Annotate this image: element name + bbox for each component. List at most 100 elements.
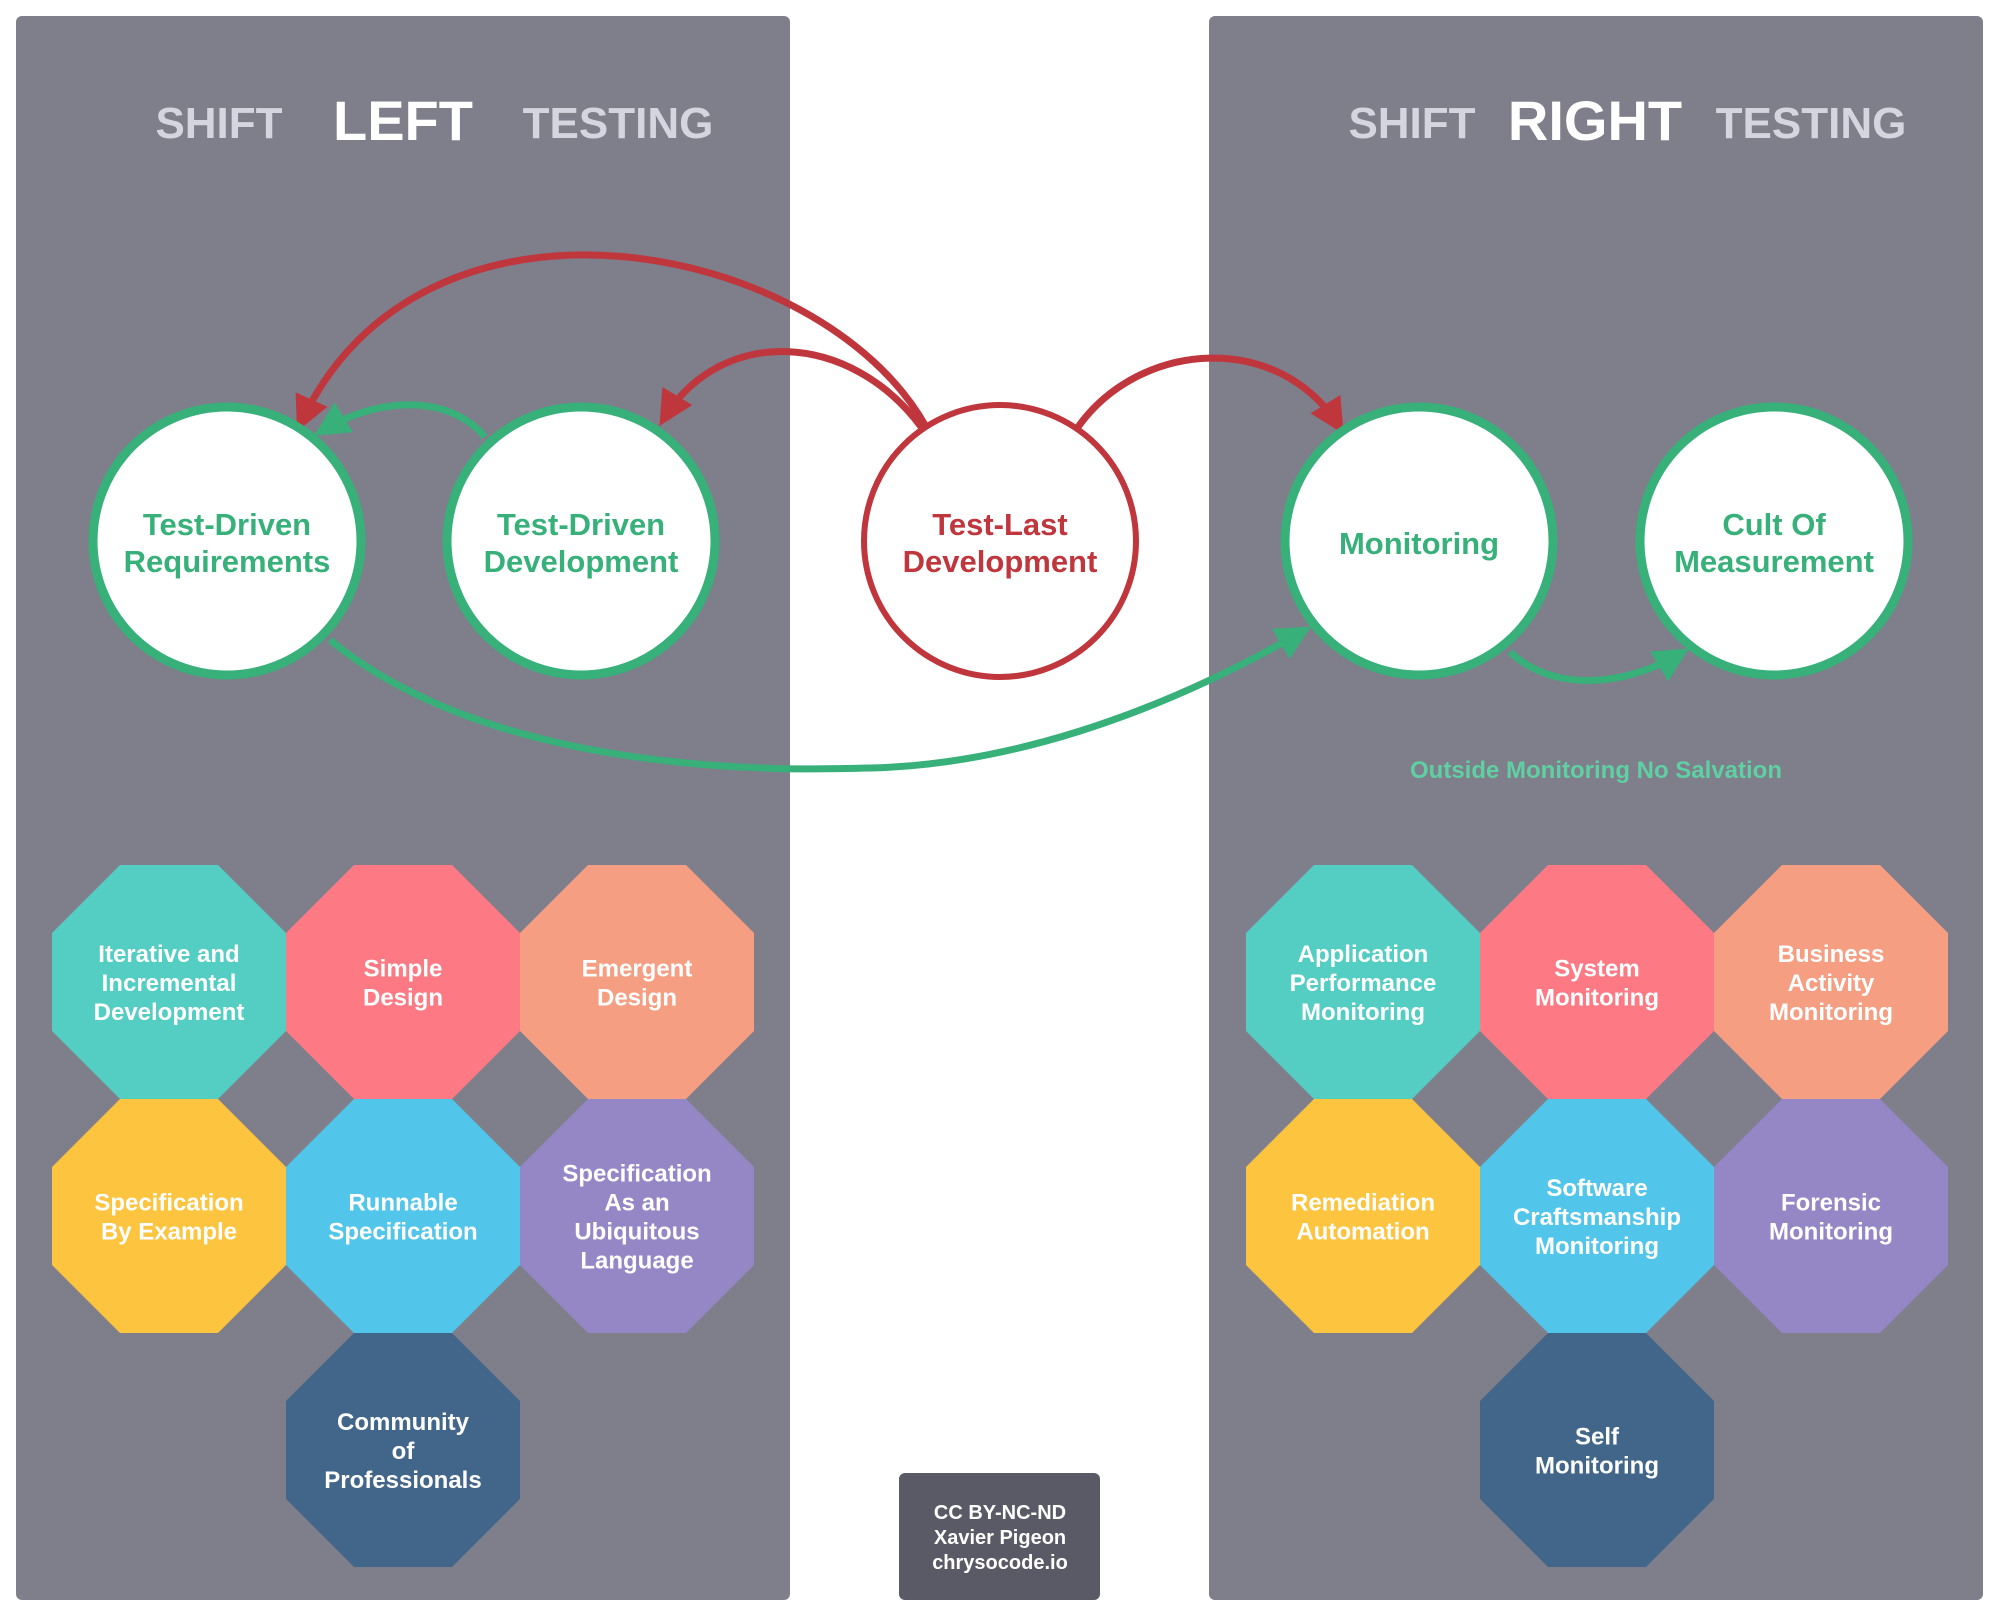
node-test-driven-development-line-2: Development (484, 544, 679, 579)
practice-craftsmanship-label-line: Monitoring (1535, 1233, 1659, 1260)
practice-community-label-line: of (392, 1438, 416, 1465)
practice-spec-by-example-octagon (52, 1099, 286, 1333)
node-monitoring-circle (1280, 402, 1558, 680)
node-test-last-development-line-1: Test-Last (932, 507, 1068, 542)
arrow-tdr-to-monitoring (327, 626, 1312, 773)
practice-forensic-label-line: Forensic (1781, 1190, 1881, 1217)
practice-apm-label-line: Application (1298, 941, 1429, 968)
practice-spec-ubiquitous-label-line: Specification (562, 1161, 711, 1188)
node-test-driven-development-circle (442, 402, 720, 680)
practice-remediation-octagon (1246, 1099, 1480, 1333)
node-test-driven-development: Test-Driven Development (442, 402, 720, 680)
practice-forensic-octagon (1714, 1099, 1948, 1333)
node-test-driven-requirements-line-1: Test-Driven (143, 507, 311, 542)
left-title-direction: LEFT (333, 89, 473, 152)
practice-iterative-label-line: Incremental (102, 970, 237, 997)
practice-self-monitoring-label-line: Monitoring (1535, 1453, 1659, 1480)
arrow-monitoring-to-cult (1507, 648, 1689, 684)
practice-simple-design-label-line: Simple (364, 956, 443, 983)
practice-craftsmanship-label-line: Craftsmanship (1513, 1204, 1681, 1231)
credit-website: chrysocode.io (932, 1552, 1068, 1574)
node-cult-of-measurement: Cult Of Measurement (1635, 402, 1913, 680)
practice-community-label-line: Professionals (324, 1467, 481, 1494)
right-title: SHIFT RIGHT TESTING (1348, 89, 1906, 152)
node-test-driven-requirements: Test-Driven Requirements (88, 402, 366, 680)
node-test-driven-development-line-1: Test-Driven (497, 507, 665, 542)
practice-community-octagon (286, 1333, 520, 1567)
credit-license: CC BY-NC-ND (934, 1502, 1066, 1524)
node-test-driven-requirements-circle (88, 402, 366, 680)
right-title-direction: RIGHT (1508, 89, 1682, 152)
practice-spec-ubiquitous-label-line: As an (604, 1190, 669, 1217)
practice-system-monitoring-label-line: Monitoring (1535, 985, 1659, 1012)
practice-business-activity-label-line: Monitoring (1769, 999, 1893, 1026)
practice-business-activity-label-line: Activity (1788, 970, 1875, 997)
practice-emergent-design-label-line: Emergent (582, 956, 693, 983)
node-cult-of-measurement-line-2: Measurement (1674, 544, 1874, 579)
practice-remediation-label-line: Remediation (1291, 1190, 1435, 1217)
left-title-shift: SHIFT (155, 99, 282, 148)
arrow-tdd-to-tdr (314, 401, 488, 440)
practice-system-monitoring-octagon (1480, 865, 1714, 1099)
practice-community-label-line: Community (337, 1409, 470, 1436)
right-title-shift: SHIFT (1348, 99, 1475, 148)
practice-self-monitoring-octagon (1480, 1333, 1714, 1567)
practice-self-monitoring-label-line: Self (1575, 1424, 1620, 1451)
left-title: SHIFT LEFT TESTING (155, 89, 713, 152)
node-test-last-development-line-2: Development (903, 544, 1098, 579)
practice-spec-ubiquitous-label-line: Ubiquitous (574, 1219, 699, 1246)
practice-remediation-label-line: Automation (1296, 1219, 1429, 1246)
practice-emergent-design-octagon (520, 865, 754, 1099)
practice-spec-ubiquitous-octagon (520, 1099, 754, 1333)
node-cult-of-measurement-circle (1635, 402, 1913, 680)
connectors (295, 251, 1689, 773)
practice-iterative-octagon (52, 865, 286, 1099)
arrow-tld-to-tdr (295, 251, 929, 432)
practice-apm-label-line: Monitoring (1301, 999, 1425, 1026)
practice-iterative-label-line: Development (94, 999, 245, 1026)
right-practice-octagons: ApplicationPerformanceMonitoringSystemMo… (1246, 865, 1948, 1567)
practice-apm-octagon (1246, 865, 1480, 1099)
practice-spec-by-example-label-line: By Example (101, 1219, 237, 1246)
practice-iterative-label-line: Iterative and (98, 941, 239, 968)
practice-system-monitoring-label-line: System (1554, 956, 1639, 983)
arrow-tld-to-tdd (659, 348, 925, 431)
credit-box: CC BY-NC-ND Xavier Pigeon chrysocode.io (899, 1473, 1100, 1600)
practice-runnable-spec-label-line: Runnable (348, 1190, 457, 1217)
practice-apm-label-line: Performance (1290, 970, 1437, 997)
practice-spec-ubiquitous-label-line: Language (580, 1248, 693, 1275)
practice-emergent-design-label-line: Design (597, 985, 677, 1012)
left-title-testing: TESTING (523, 99, 714, 148)
practice-simple-design-label-line: Design (363, 985, 443, 1012)
node-monitoring: Monitoring (1280, 402, 1558, 680)
node-test-last-development: Test-Last Development (861, 402, 1139, 680)
practice-business-activity-label-line: Business (1778, 941, 1885, 968)
practice-spec-by-example-label-line: Specification (94, 1190, 243, 1217)
node-test-driven-requirements-line-2: Requirements (124, 544, 331, 579)
credit-author: Xavier Pigeon (934, 1527, 1066, 1549)
node-monitoring-label: Monitoring (1339, 526, 1499, 561)
practice-runnable-spec-octagon (286, 1099, 520, 1333)
practice-craftsmanship-octagon (1480, 1099, 1714, 1333)
outside-monitoring-note: Outside Monitoring No Salvation (1410, 757, 1782, 784)
practice-business-activity-octagon (1714, 865, 1948, 1099)
node-cult-of-measurement-line-1: Cult Of (1722, 507, 1826, 542)
practice-forensic-label-line: Monitoring (1769, 1219, 1893, 1246)
right-title-testing: TESTING (1716, 99, 1907, 148)
arrow-tld-to-monitoring (1075, 354, 1344, 434)
credit-box-background (899, 1473, 1100, 1600)
